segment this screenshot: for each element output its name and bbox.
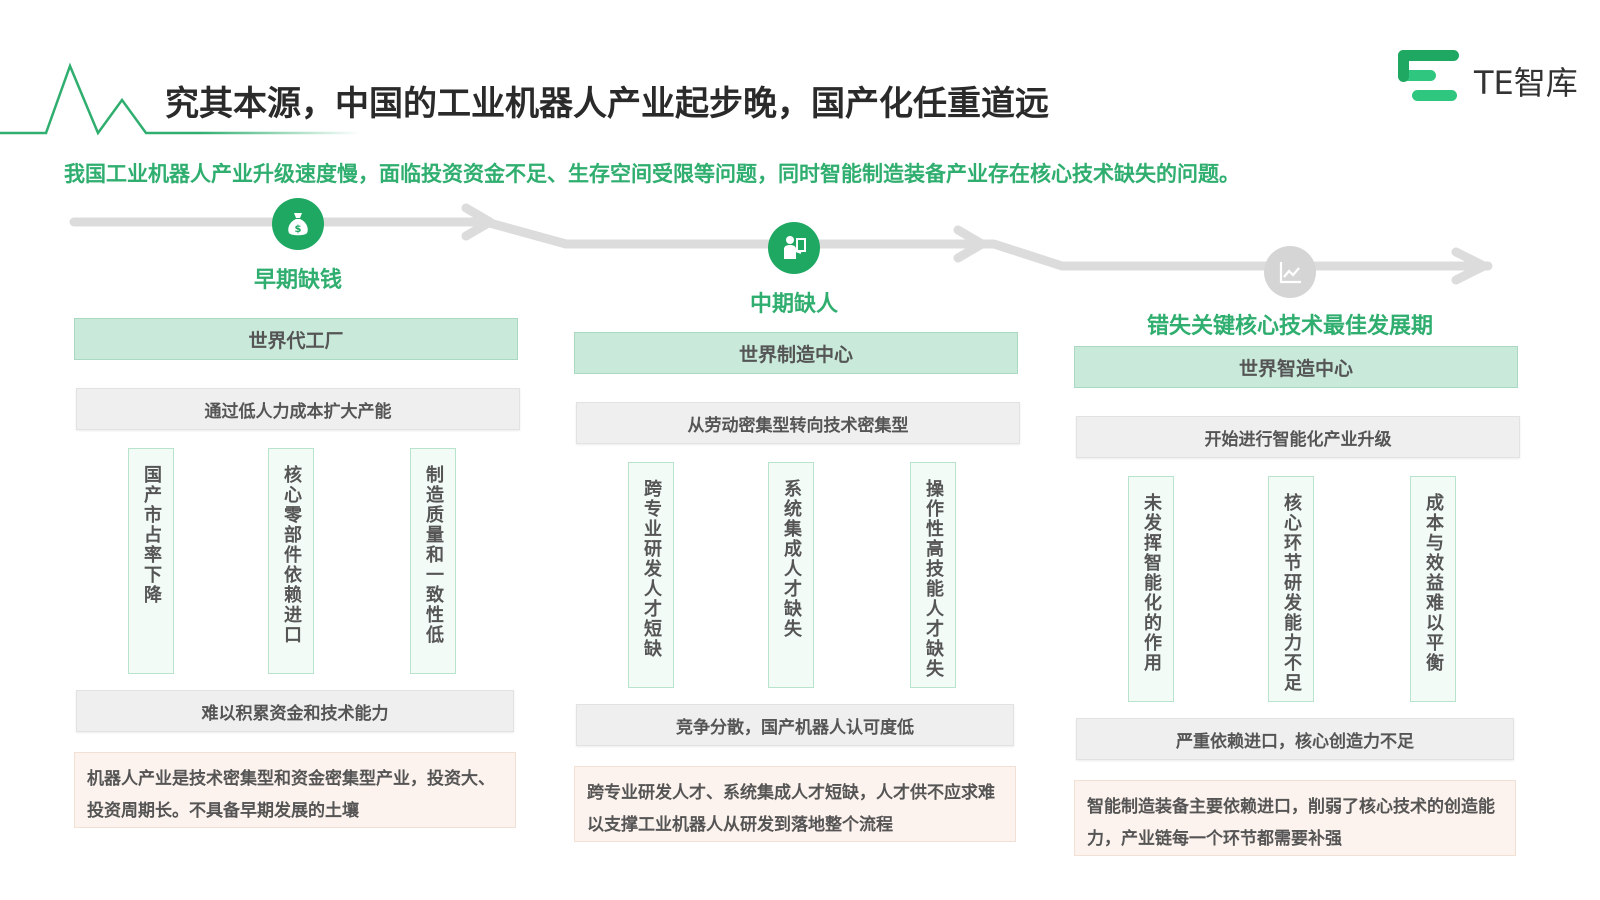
- heartbeat-line: [0, 62, 360, 136]
- factor-text: 未发挥智能化的作用: [1141, 493, 1162, 673]
- stage-description-middle: 跨专业研发人才、系统集成人才短缺，人才供不应求难以支撑工业机器人从研发到落地整个…: [574, 766, 1016, 842]
- stage-header-middle: 世界制造中心: [574, 332, 1018, 374]
- factor-card: 核心零部件依赖进口: [268, 448, 314, 674]
- brand-logo-icon: [1398, 50, 1459, 101]
- factor-text: 国产市占率下降: [141, 465, 162, 605]
- line-chart-icon: [1264, 246, 1316, 298]
- factor-card: 操作性高技能人才缺失: [910, 462, 956, 688]
- stage-description-early: 机器人产业是技术密集型和资金密集型产业，投资大、投资周期长。不具备早期发展的土壤: [74, 752, 516, 828]
- factor-card: 制造质量和一致性低: [410, 448, 456, 674]
- factor-text: 核心环节研发能力不足: [1281, 493, 1302, 693]
- factor-card: 跨专业研发人才短缺: [628, 462, 674, 688]
- stage-result-late: 严重依赖进口，核心创造力不足: [1076, 718, 1514, 760]
- brand-name: TE智库: [1474, 64, 1578, 102]
- stage-strategy-middle: 从劳动密集型转向技术密集型: [576, 402, 1020, 444]
- stage-label-middle: 中期缺人: [749, 292, 839, 317]
- factor-text: 操作性高技能人才缺失: [923, 479, 944, 679]
- stage-header-early: 世界代工厂: [74, 318, 518, 360]
- factor-text: 跨专业研发人才短缺: [641, 479, 662, 659]
- stage-strategy-late: 开始进行智能化产业升级: [1076, 416, 1520, 458]
- factor-card: 系统集成人才缺失: [768, 462, 814, 688]
- stage-description-late: 智能制造装备主要依赖进口，削弱了核心技术的创造能力，产业链每一个环节都需要补强: [1074, 780, 1516, 856]
- factor-card: 核心环节研发能力不足: [1268, 476, 1314, 702]
- factor-card: 成本与效益难以平衡: [1410, 476, 1456, 702]
- stage-label-late: 错失关键核心技术最佳发展期: [1146, 314, 1434, 339]
- money-bag-icon: $: [272, 198, 324, 250]
- page-title: 究其本源，中国的工业机器人产业起步晚，国产化任重道远: [165, 84, 1049, 124]
- svg-text:$: $: [295, 224, 302, 235]
- factor-text: 制造质量和一致性低: [423, 465, 444, 645]
- stage-label-early: 早期缺钱: [253, 268, 343, 293]
- engineer-icon: [768, 222, 820, 274]
- factor-text: 核心零部件依赖进口: [281, 465, 302, 645]
- factor-card: 未发挥智能化的作用: [1128, 476, 1174, 702]
- stage-header-late: 世界智造中心: [1074, 346, 1518, 388]
- stage-result-early: 难以积累资金和技术能力: [76, 690, 514, 732]
- factor-text: 成本与效益难以平衡: [1423, 493, 1444, 673]
- factor-text: 系统集成人才缺失: [781, 479, 802, 639]
- page-subtitle: 我国工业机器人产业升级速度慢，面临投资资金不足、生存空间受限等问题，同时智能制造…: [64, 162, 1240, 186]
- factor-card: 国产市占率下降: [128, 448, 174, 674]
- stage-strategy-early: 通过低人力成本扩大产能: [76, 388, 520, 430]
- stage-result-middle: 竞争分散，国产机器人认可度低: [576, 704, 1014, 746]
